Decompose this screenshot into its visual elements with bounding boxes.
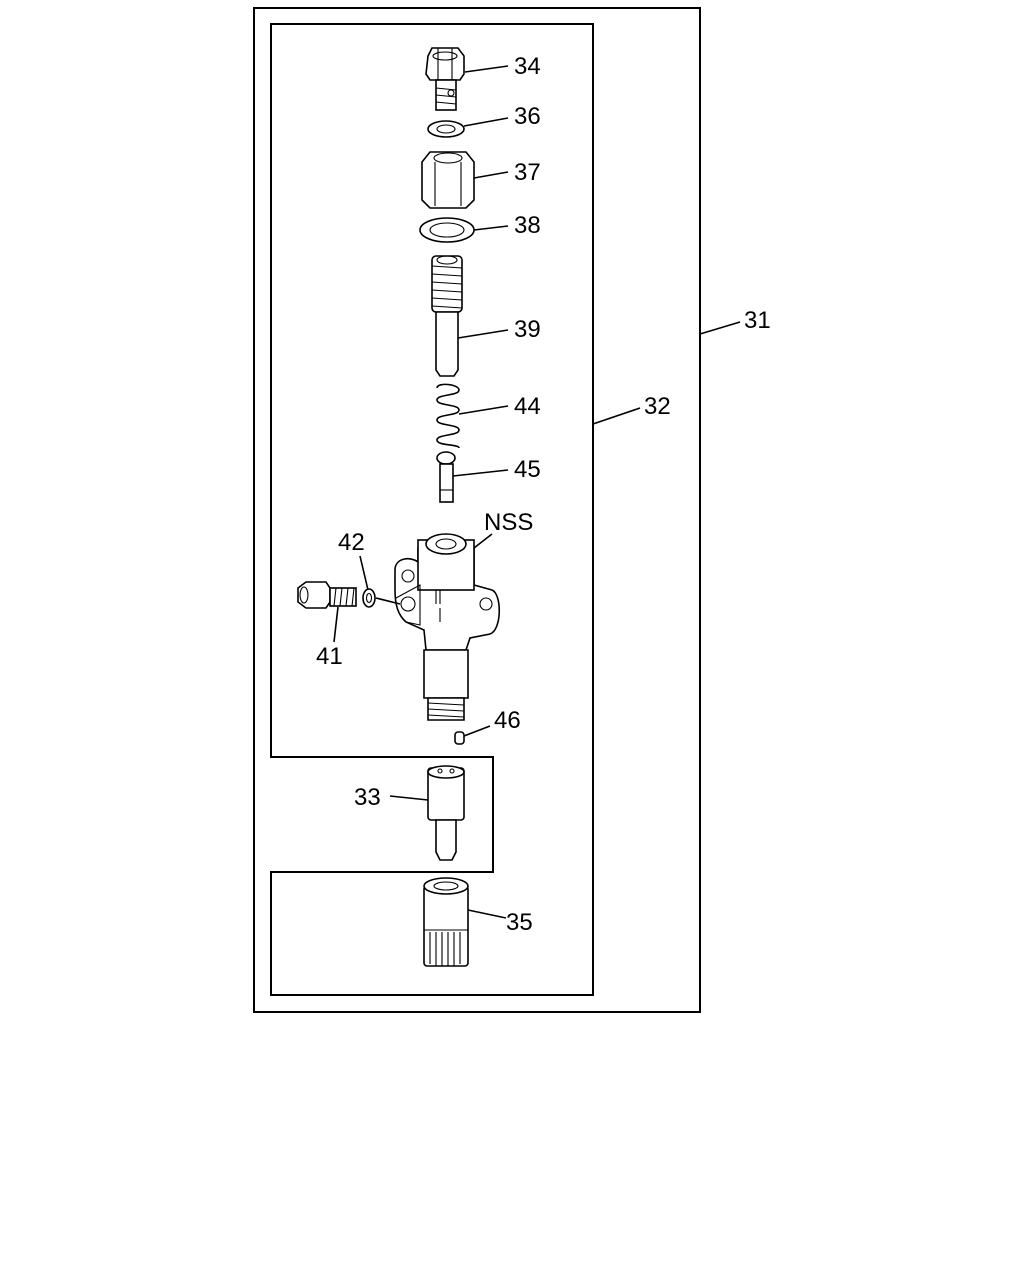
- callout-42: 42: [338, 529, 365, 556]
- callout-31: 31: [744, 307, 771, 334]
- part-46-plug: [454, 731, 465, 745]
- callout-44: 44: [514, 393, 541, 420]
- injector-body-nss: [394, 533, 501, 721]
- part-39-rod: [431, 255, 463, 377]
- callout-35: 35: [506, 909, 533, 936]
- part-33-nozzle: [427, 765, 465, 861]
- part-42-oring: [362, 588, 376, 608]
- callout-38: 38: [514, 212, 541, 239]
- part-36-washer: [427, 120, 465, 138]
- callout-32: 32: [644, 393, 671, 420]
- callout-45: 45: [514, 456, 541, 483]
- leader-lines: [333, 65, 741, 919]
- part-44-spring: [436, 383, 460, 449]
- callout-33: 33: [354, 784, 381, 811]
- inner-frame-32: [270, 23, 594, 996]
- part-37-nut: [421, 151, 475, 209]
- callout-34: 34: [514, 53, 541, 80]
- part-45-pin: [436, 451, 456, 503]
- callout-37: 37: [514, 159, 541, 186]
- callout-41: 41: [316, 643, 343, 670]
- part-41-fitting: [297, 581, 357, 609]
- callout-nss: NSS: [484, 509, 533, 536]
- callout-36: 36: [514, 103, 541, 130]
- callout-46: 46: [494, 707, 521, 734]
- callout-39: 39: [514, 316, 541, 343]
- part-34-bolt: [425, 47, 465, 111]
- part-35-nozzle-nut: [423, 877, 469, 967]
- part-38-washer: [419, 217, 475, 243]
- outer-frame-31: [253, 7, 701, 1013]
